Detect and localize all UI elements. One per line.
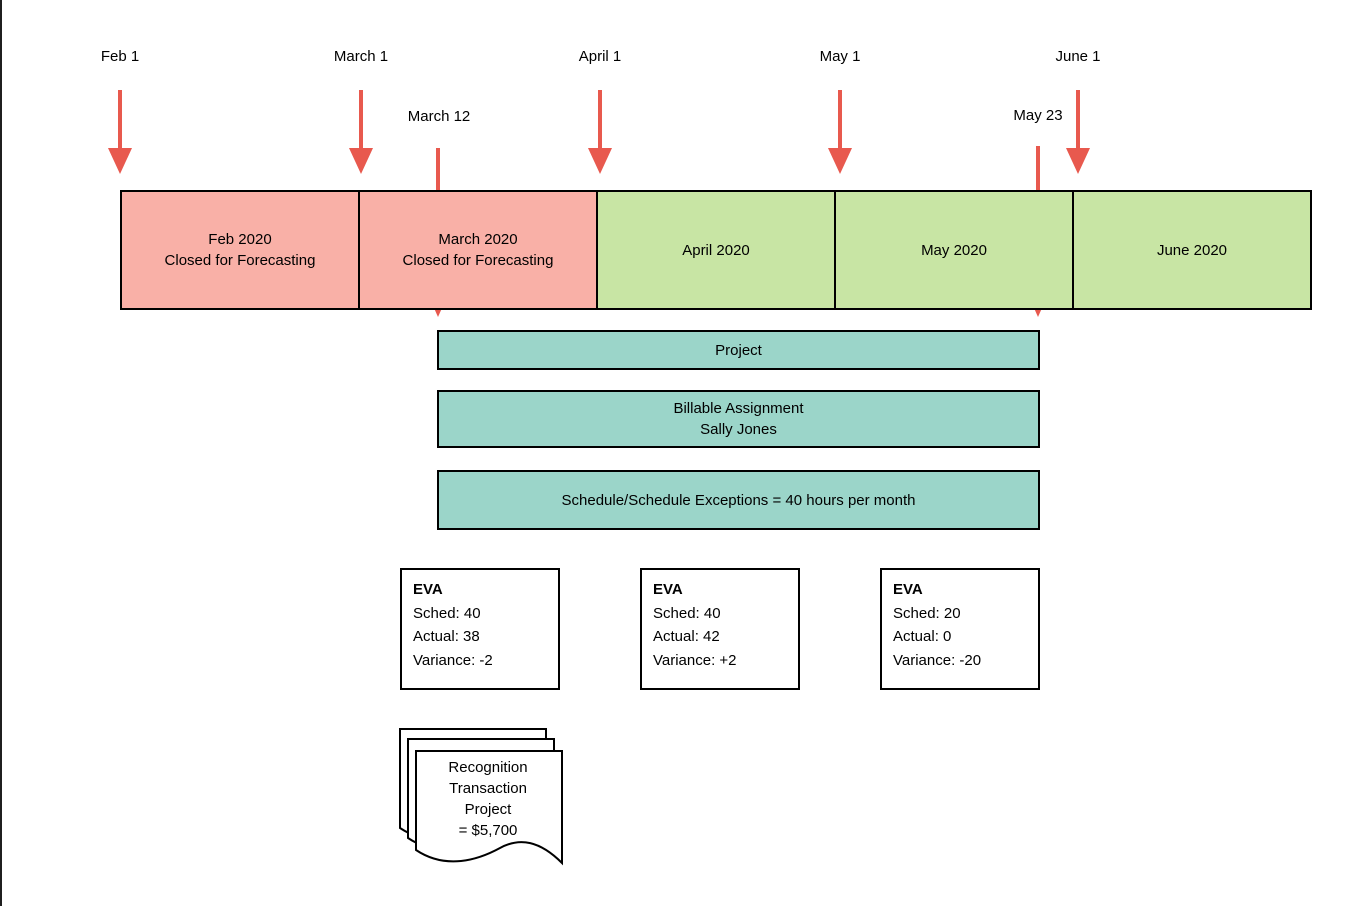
march-1-arrow-icon (349, 90, 373, 174)
event-label-may-23: May 23 (1013, 107, 1063, 124)
window-left-edge (0, 0, 2, 906)
month-name: March 2020 (438, 231, 518, 248)
month-segment-feb-2020: Feb 2020 Closed for Forecasting (120, 190, 360, 310)
date-label-april-1: April 1 (578, 48, 622, 65)
date-label-feb-1: Feb 1 (100, 48, 140, 65)
month-name: June 2020 (1156, 241, 1228, 259)
document-line: Transaction (449, 780, 527, 797)
month-segment-june-2020: June 2020 (1072, 190, 1312, 310)
month-status: Closed for Forecasting (402, 252, 554, 269)
eva-box-march: EVA Sched: 40 Actual: 38 Variance: -2 (400, 568, 560, 690)
eva-sched-line: Sched: 40 (413, 604, 481, 622)
eva-variance-line: Variance: -20 (893, 651, 982, 669)
month-segment-april-2020: April 2020 (596, 190, 836, 310)
month-timeline-bar: Feb 2020 Closed for Forecasting March 20… (120, 190, 1312, 310)
april-1-arrow-icon (588, 90, 612, 174)
eva-variance-line: Variance: +2 (653, 651, 737, 669)
month-status: Closed for Forecasting (164, 252, 316, 269)
eva-box-may: EVA Sched: 20 Actual: 0 Variance: -20 (880, 568, 1040, 690)
eva-title: EVA (413, 581, 443, 598)
date-label-may-1: May 1 (819, 48, 861, 65)
eva-title: EVA (893, 581, 923, 598)
document-stack-icon (399, 728, 563, 866)
billable-assignment-band: Billable Assignment Sally Jones (437, 390, 1040, 448)
month-name: April 2020 (682, 241, 750, 259)
document-text: Recognition Transaction Project = $5,700 (415, 757, 561, 841)
band-label: Project (715, 341, 762, 359)
document-line: Project (464, 801, 512, 818)
band-label-line2: Sally Jones (700, 421, 777, 438)
band-label-line1: Billable Assignment (673, 400, 804, 417)
month-name: Feb 2020 (208, 231, 272, 248)
may-1-arrow-icon (828, 90, 852, 174)
eva-variance-line: Variance: -2 (413, 651, 493, 669)
eva-sched-line: Sched: 40 (653, 604, 721, 622)
schedule-band: Schedule/Schedule Exceptions = 40 hours … (437, 470, 1040, 530)
feb-1-arrow-icon (108, 90, 132, 174)
eva-actual-line: Actual: 42 (653, 628, 720, 645)
project-band: Project (437, 330, 1040, 370)
month-segment-march-2020: March 2020 Closed for Forecasting (358, 190, 598, 310)
eva-box-april: EVA Sched: 40 Actual: 42 Variance: +2 (640, 568, 800, 690)
month-segment-may-2020: May 2020 (834, 190, 1074, 310)
month-name: May 2020 (921, 241, 987, 259)
date-label-march-1: March 1 (333, 48, 389, 65)
date-label-june-1: June 1 (1055, 48, 1101, 65)
document-line: = $5,700 (458, 822, 518, 839)
event-label-march-12: March 12 (407, 108, 471, 125)
june-1-arrow-icon (1066, 90, 1090, 174)
eva-title: EVA (653, 581, 683, 598)
eva-actual-line: Actual: 38 (413, 628, 480, 645)
document-line: Recognition (448, 759, 528, 776)
eva-sched-line: Sched: 20 (893, 604, 961, 622)
eva-actual-line: Actual: 0 (893, 628, 952, 645)
band-label: Schedule/Schedule Exceptions = 40 hours … (561, 491, 916, 509)
